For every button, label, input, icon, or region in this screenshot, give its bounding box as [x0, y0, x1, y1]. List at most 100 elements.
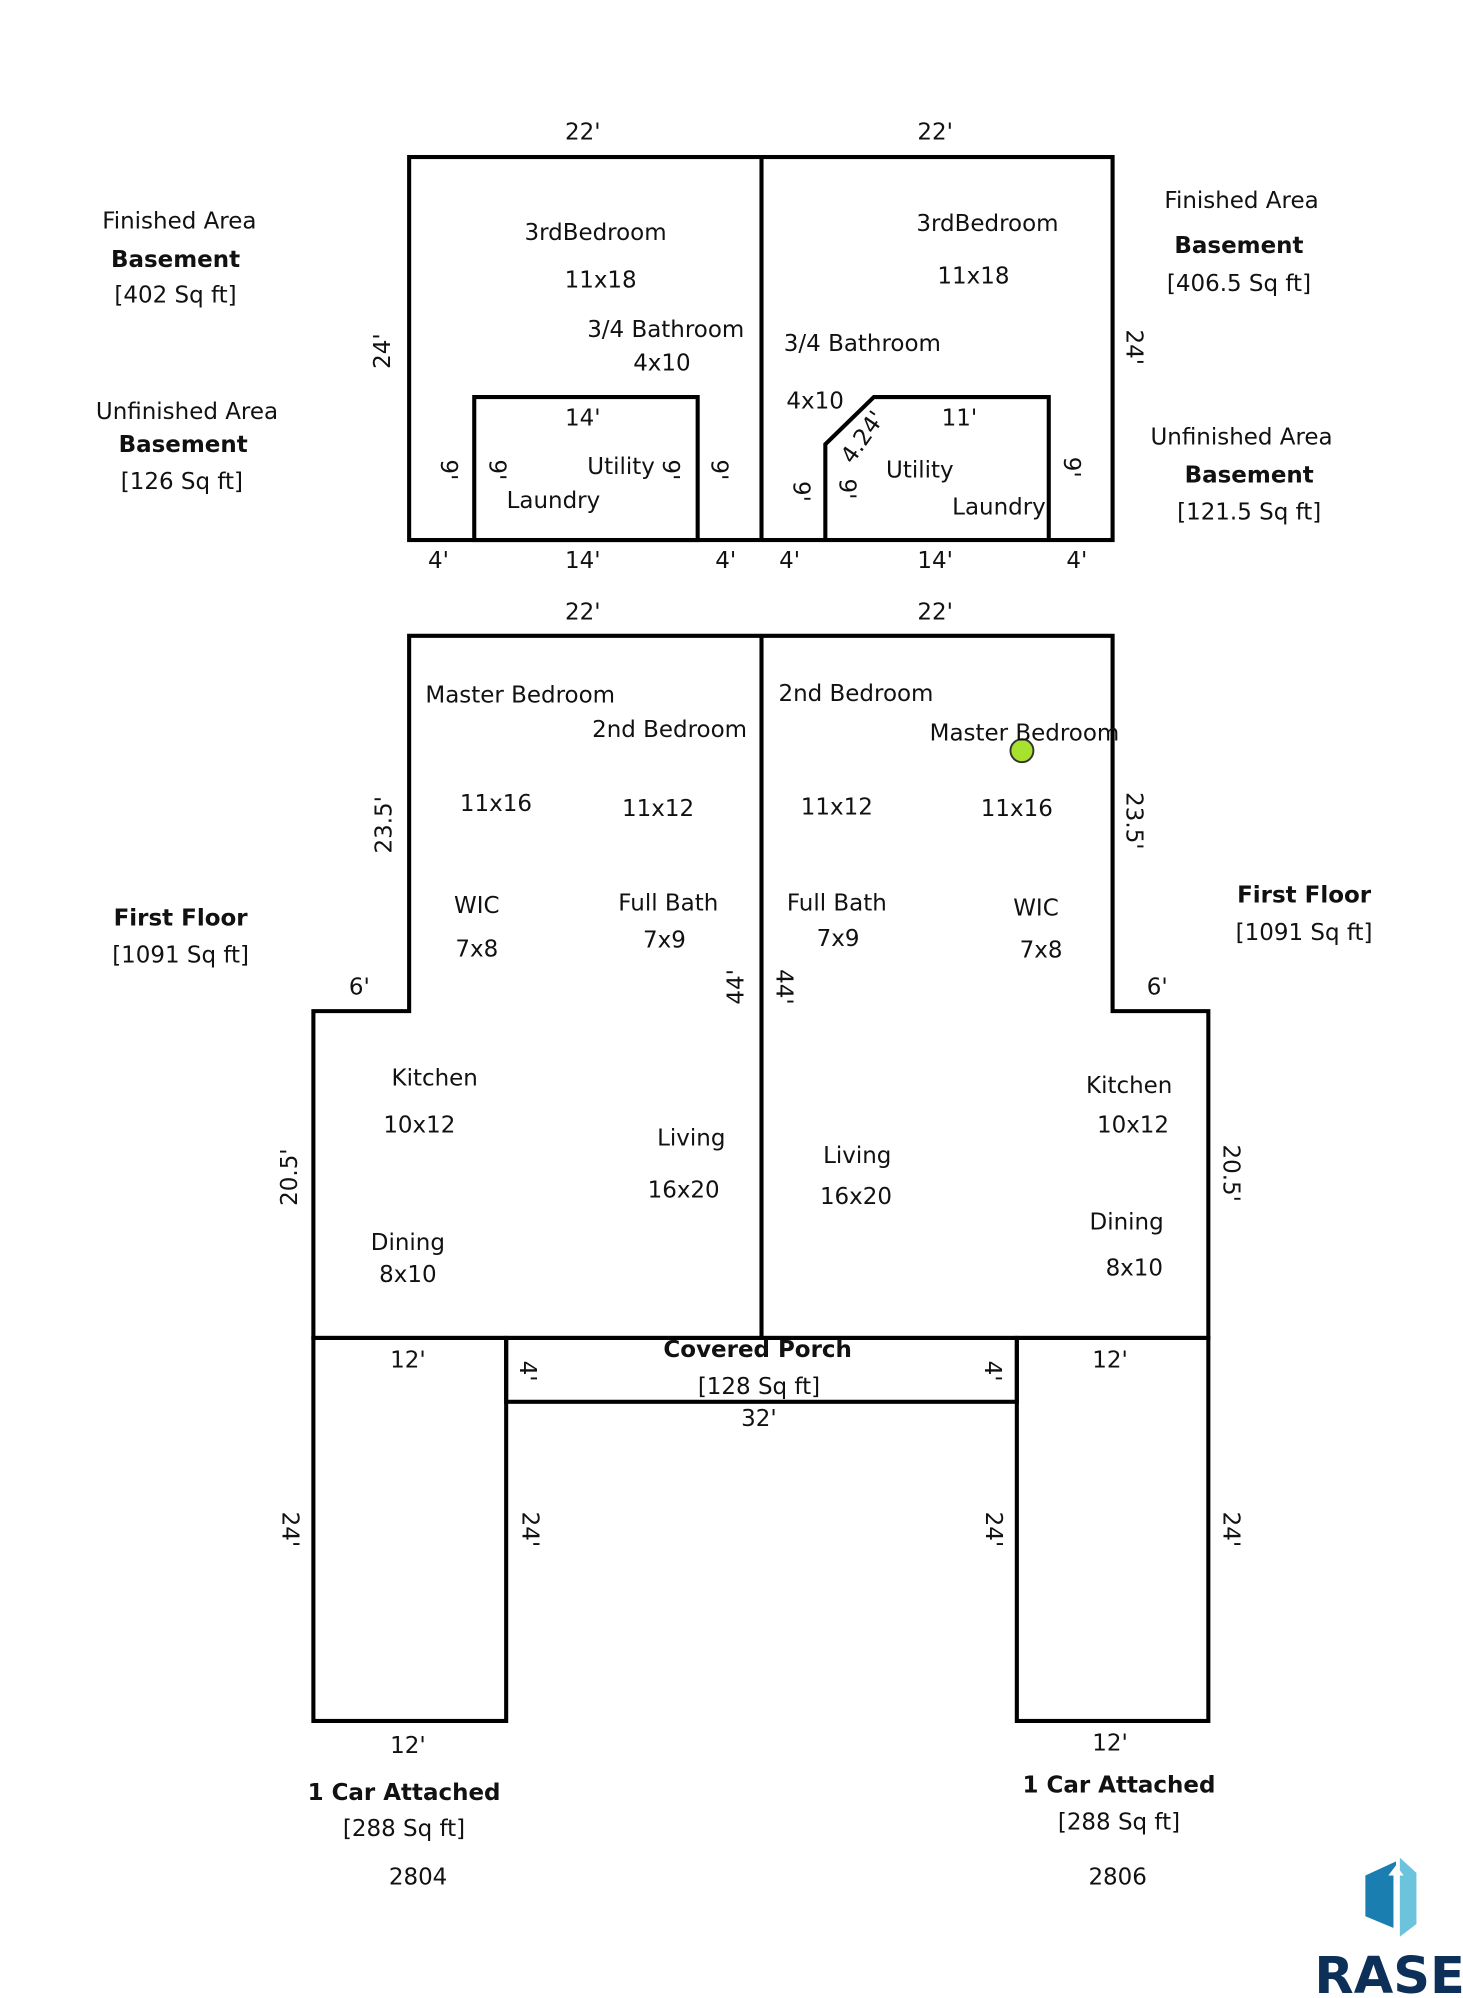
basement-right-bath-size-label: 4x10	[786, 389, 843, 415]
basement-right-unfinished-title-label: Unfinished Area	[1150, 424, 1332, 450]
first-floor-left-wic-label: WIC	[454, 893, 500, 919]
first-floor-right-living-label: Living	[823, 1143, 891, 1169]
first-floor-left-master-label: Master Bedroom	[425, 682, 615, 708]
basement-right-finished-area-label: [406.5 Sq ft]	[1167, 271, 1311, 297]
first-floor-left-living-label: Living	[657, 1125, 725, 1151]
first-floor-right-living-size-label: 16x20	[820, 1184, 892, 1210]
basement-right-finished-title-label: Finished Area	[1164, 188, 1318, 214]
basement-left-finished-level-label: Basement	[111, 247, 240, 273]
right-utility-room	[823, 395, 1051, 541]
logo-text: RASE	[1314, 1947, 1463, 1998]
first-floor-left-wic-size-label: 7x8	[455, 936, 498, 962]
basement-right-height-dim-label: 24'	[1121, 329, 1147, 365]
left-utility-room	[472, 395, 700, 543]
basement-left-bedroom-size-label: 11x18	[565, 267, 637, 293]
first-floor-left-second-label: 2nd Bedroom	[592, 717, 747, 743]
basement-left-height-dim-label: 24'	[370, 333, 396, 369]
basement-right-bottom-b-label: 14'	[917, 548, 953, 574]
garages-right-unit-label: 2806	[1088, 1864, 1146, 1890]
basement-left-bottom-a-label: 4'	[428, 548, 449, 574]
basement-left-unfinished-title-label: Unfinished Area	[96, 399, 278, 425]
first-floor-left-kitchen-label: Kitchen	[392, 1065, 478, 1091]
basement-left-finished-area-label: [402 Sq ft]	[114, 283, 236, 309]
garages-left-unit-label: 2804	[389, 1864, 447, 1890]
first-floor-left-kitchen-size-label: 10x12	[383, 1113, 455, 1139]
first-floor-left-center-dim-label: 44'	[724, 969, 750, 1005]
first-floor-right-center-dim-label: 44'	[771, 969, 797, 1005]
basement-left-width-dim-label: 22'	[565, 119, 601, 145]
porch-area-label: [128 Sq ft]	[698, 1374, 820, 1400]
basement-right-bedroom-size-label: 11x18	[937, 264, 1009, 290]
garages-left-bottom-dim-label: 12'	[390, 1733, 426, 1759]
basement-left-laundry-label: Laundry	[507, 488, 601, 514]
basement-left-unfinished-level-label: Basement	[119, 432, 248, 458]
basement-right-nine-c-label: 9'	[1058, 457, 1084, 478]
first-floor-left-dining-label: Dining	[371, 1230, 445, 1256]
basement-right-width-dim-label: 22'	[917, 119, 953, 145]
basement-right-unfinished-area-label: [121.5 Sq ft]	[1177, 500, 1321, 526]
first-floor-right-wic-size-label: 7x8	[1020, 938, 1063, 964]
logo-arrow-icon	[1388, 1865, 1404, 1932]
first-floor-left-living-size-label: 16x20	[648, 1178, 720, 1204]
first-floor-left-step-dim-label: 6'	[349, 975, 370, 1001]
first-floor-right-wic-label: WIC	[1013, 895, 1059, 921]
first-floor-right-second-size-label: 11x12	[801, 795, 873, 821]
first-floor-right-master-size-label: 11x16	[981, 796, 1053, 822]
porch-right-depth-label: 4'	[979, 1361, 1005, 1382]
first-floor-right-area-label: [1091 Sq ft]	[1236, 920, 1373, 946]
basement-right-bedroom-label: 3rdBedroom	[916, 211, 1058, 237]
first-floor-right-step-dim-label: 6'	[1147, 975, 1168, 1001]
first-floor-left-lower-dim-label: 20.5'	[277, 1148, 303, 1205]
first-floor-left-second-size-label: 11x12	[622, 796, 694, 822]
garages-left-top-dim-label: 12'	[390, 1347, 426, 1373]
first-floor-right-title-label: First Floor	[1237, 883, 1372, 909]
first-floor-left-area-label: [1091 Sq ft]	[112, 943, 249, 969]
basement-right-bottom-c-label: 4'	[1066, 548, 1087, 574]
basement-left-bath-size-label: 4x10	[633, 350, 690, 376]
first-floor-right-kitchen-label: Kitchen	[1086, 1073, 1172, 1099]
first-floor-left-width-dim-label: 22'	[565, 599, 601, 625]
left-garage	[311, 1335, 509, 1724]
first-floor-left-bath-label: Full Bath	[618, 890, 718, 916]
basement-right-finished-level-label: Basement	[1174, 233, 1303, 259]
garages-left-outer-dim-label: 24'	[277, 1512, 303, 1548]
first-floor-left-title-label: First Floor	[114, 906, 249, 932]
logo-right-panel	[1399, 1857, 1417, 1937]
garages-right-bottom-dim-label: 12'	[1092, 1730, 1128, 1756]
porch-width-dim-label: 32'	[741, 1406, 777, 1432]
garages-right-title-label: 1 Car Attached	[1023, 1773, 1216, 1799]
porch-title-label: Covered Porch	[663, 1337, 851, 1363]
basement-right-diag-dim-label: 4.24'	[836, 407, 890, 469]
first-floor-walls	[311, 633, 1211, 1724]
basement-right-utility-label: Utility	[886, 458, 954, 484]
basement-right-utility-width-label: 11'	[942, 405, 978, 431]
first-floor-right-dining-label: Dining	[1090, 1210, 1164, 1236]
basement-right-nine-a-label: 9'	[787, 481, 813, 502]
basement-right-nine-b-label: 9'	[833, 478, 859, 499]
garages-left-title-label: 1 Car Attached	[308, 1780, 501, 1806]
first-floor-right-bath-label: Full Bath	[787, 890, 887, 916]
first-floor-left-master-size-label: 11x16	[460, 791, 532, 817]
location-marker	[1009, 738, 1035, 764]
first-floor-right-kitchen-size-label: 10x12	[1097, 1113, 1169, 1139]
basement-right-bottom-a-label: 4'	[779, 548, 800, 574]
basement-left-unfinished-area-label: [126 Sq ft]	[121, 469, 243, 495]
right-garage	[1014, 1335, 1211, 1724]
garages-left-inner-dim-label: 24'	[517, 1512, 543, 1548]
basement-left-finished-title-label: Finished Area	[102, 209, 256, 235]
basement-right-bath-label: 3/4 Bathroom	[784, 331, 941, 357]
first-floor-right-width-dim-label: 22'	[917, 599, 953, 625]
rase-logo: RASE	[1314, 1857, 1463, 1998]
garages-right-top-dim-label: 12'	[1092, 1347, 1128, 1373]
first-floor-left-dining-size-label: 8x10	[379, 1262, 436, 1288]
first-floor-right-bath-size-label: 7x9	[817, 926, 860, 952]
first-floor-left-depth-dim-label: 23.5'	[371, 796, 397, 853]
basement-right-laundry-label: Laundry	[952, 495, 1046, 521]
first-floor-right-second-label: 2nd Bedroom	[778, 681, 933, 707]
basement-left-bedroom-label: 3rdBedroom	[524, 220, 666, 246]
basement-left-bath-label: 3/4 Bathroom	[587, 317, 744, 343]
basement-walls	[407, 154, 1115, 543]
